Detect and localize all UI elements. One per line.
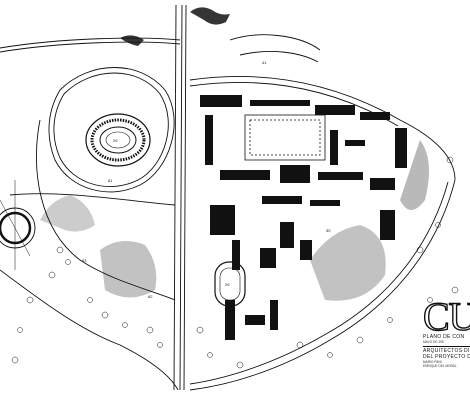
trees-stipple [11,156,459,369]
architect-names: ENRIQUE DEL MORAL [423,364,457,368]
plan-date: MAYO DE 195 [423,340,444,344]
zone-label: 29 [225,282,230,287]
road-network [0,4,456,391]
cu-logo: CU [422,294,470,339]
main-campus-buildings [200,95,407,340]
title-divider [423,345,470,347]
zone-label: 30 [326,228,331,233]
vegetation-shading [40,7,429,301]
map-labels: 29 63 62 61 41 29 30 25 [82,60,331,299]
stadium [85,113,151,167]
zone-label: 25 [285,228,290,233]
plan-title: PLANO DE CON [423,334,465,340]
zone-label: 63 [82,258,87,263]
zone-label: 61 [108,178,113,183]
athletics-track [214,261,246,307]
central-green [244,114,326,161]
title-block: CU PLANO DE CON MAYO DE 195 ARQUITECTOS … [422,294,470,369]
architects-heading: ARQUITECTOS DIRE [423,347,470,354]
stadium-label: 29 [113,138,118,143]
cultural-ring [0,180,36,270]
zone-label: 62 [148,294,153,299]
zone-label: 41 [262,60,267,65]
project-line: DEL PROYECTO DE CO [423,353,470,360]
architect-names: MARIO PANI [423,359,442,364]
